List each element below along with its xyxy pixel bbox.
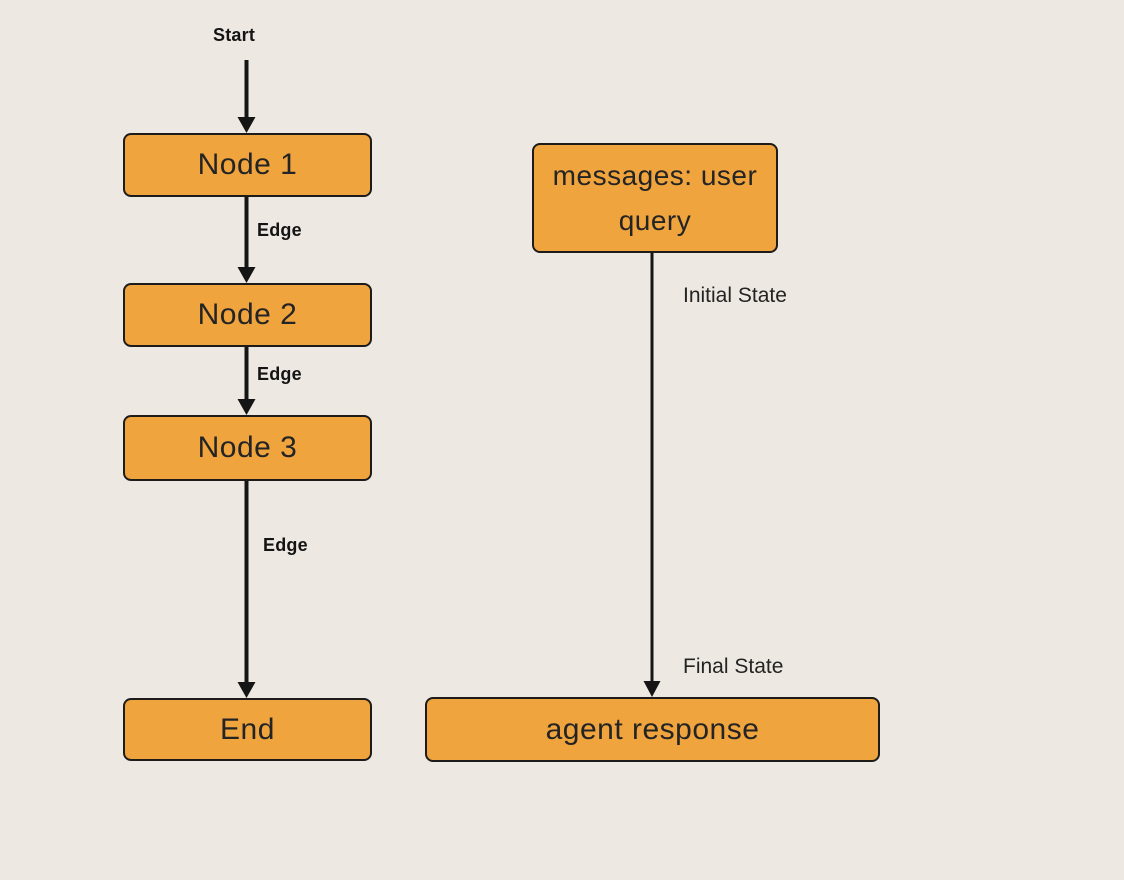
arrow-initial-to-final-state xyxy=(643,253,661,697)
flow-node-end: End xyxy=(123,698,372,761)
final-state-label: Final State xyxy=(683,655,784,678)
arrow-node3-to-end xyxy=(237,481,256,698)
arrow-start-to-node1 xyxy=(237,60,256,133)
final-state-box: agent response xyxy=(425,697,880,762)
initial-state-box: messages: user query xyxy=(532,143,778,253)
edge-label-2: Edge xyxy=(257,364,302,384)
arrow-node2-to-node3 xyxy=(237,347,256,415)
edge-label-3: Edge xyxy=(263,535,308,555)
flow-node-2: Node 2 xyxy=(123,283,372,347)
flow-node-1: Node 1 xyxy=(123,133,372,197)
initial-state-label: Initial State xyxy=(683,284,787,307)
flow-node-3: Node 3 xyxy=(123,415,372,481)
edge-label-1: Edge xyxy=(257,220,302,240)
arrow-node1-to-node2 xyxy=(237,197,256,283)
start-label: Start xyxy=(213,25,256,45)
